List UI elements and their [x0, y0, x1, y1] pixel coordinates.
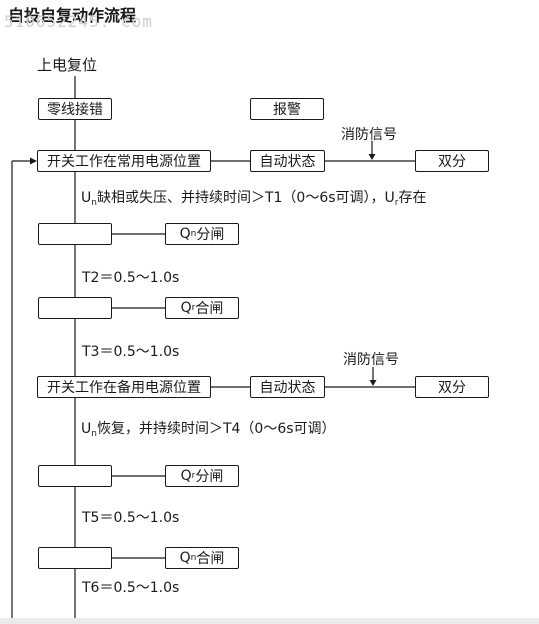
qr-open-q: Q	[180, 468, 192, 484]
qr-close-sub: r	[191, 303, 196, 313]
qr-open-sub: r	[191, 471, 196, 481]
auto-state-box-1: 自动状态	[250, 150, 325, 172]
step-box-qr-open	[38, 465, 112, 487]
condition-2-text: Un恢复，并持续时间＞T4（0～6s可调）	[81, 418, 336, 439]
qn-open-sub: n	[190, 229, 197, 239]
alarm-box: 报警	[250, 98, 324, 120]
qr-open-text: 分闸	[195, 469, 224, 485]
feedback-arrow-head	[30, 157, 37, 165]
bottom-scroll-strip	[0, 618, 539, 624]
qn-close-sub: n	[190, 553, 197, 563]
fire-signal-label-1: 消防信号	[341, 127, 397, 143]
qn-close-text: 合闸	[196, 551, 225, 567]
fire-signal-label-2: 消防信号	[343, 352, 399, 368]
auto-state-box-2: 自动状态	[250, 376, 325, 398]
watermark: 510652245. com	[4, 12, 153, 31]
step-box-qn-open	[38, 223, 112, 245]
t2-label: T2＝0.5～1.0s	[82, 270, 180, 286]
standby-power-box: 开关工作在备用电源位置	[37, 376, 211, 398]
double-off-box-1: 双分	[415, 150, 489, 172]
fire-signal-arrow-1	[368, 154, 376, 160]
step-box-qn-close	[38, 547, 112, 569]
t5-label: T5＝0.5～1.0s	[82, 510, 180, 526]
qr-close-text: 合闸	[195, 301, 224, 317]
cond1-body: 缺相或失压、并持续时间＞T1（0～6s可调），U	[96, 190, 395, 206]
fire-signal-arrow-2	[369, 380, 377, 386]
cond1-r-sub: r	[394, 198, 399, 208]
qr-close-q: Q	[180, 300, 192, 316]
cond1-u-sub: n	[91, 198, 97, 208]
step-box-qr-close	[38, 297, 112, 319]
common-power-box: 开关工作在常用电源位置	[37, 150, 211, 172]
cond2-u-sub: n	[91, 429, 97, 439]
qn-open-q: Q	[179, 226, 191, 242]
condition-1-text: Un缺相或失压、并持续时间＞T1（0～6s可调），Ur存在	[81, 187, 427, 208]
double-off-box-2: 双分	[415, 376, 489, 398]
t3-label: T3＝0.5～1.0s	[82, 344, 180, 360]
cond1-u: U	[81, 190, 92, 206]
cond2-body: 恢复，并持续时间＞T4（0～6s可调）	[96, 421, 336, 437]
power-on-reset-label: 上电复位	[37, 56, 98, 74]
neutral-fault-box: 零线接错	[38, 98, 112, 120]
cond2-u: U	[81, 421, 92, 437]
page-title: 自投自复动作流程	[8, 6, 137, 25]
qn-close-q: Q	[179, 550, 191, 566]
qn-open-text: 分闸	[196, 227, 225, 243]
t6-label: T6＝0.5～1.0s	[82, 580, 180, 596]
cond1-tail: 存在	[398, 190, 427, 206]
